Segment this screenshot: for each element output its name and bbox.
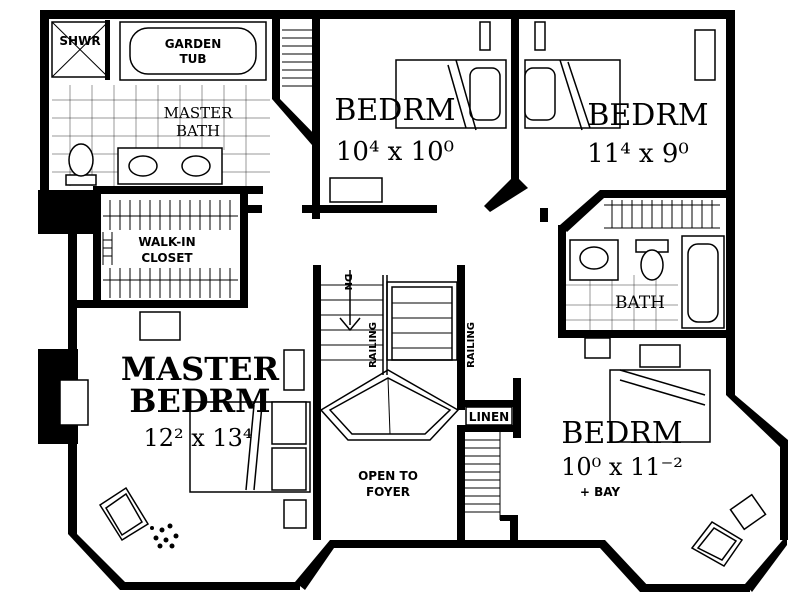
interior-walls bbox=[77, 19, 728, 540]
master-bedroom-label-1: MASTER bbox=[121, 350, 280, 388]
open-to-foyer: OPEN TO FOYER bbox=[358, 469, 418, 499]
plant-icon bbox=[150, 523, 179, 549]
master-bath-label-1: MASTER bbox=[164, 104, 233, 122]
garden-tub: GARDEN TUB bbox=[119, 21, 267, 81]
door-stubs bbox=[248, 205, 548, 540]
bedroom-4-dims: 10⁰ x 11⁻² bbox=[561, 453, 683, 481]
stair-direction-label: DN bbox=[342, 274, 353, 291]
bedroom-3-closet bbox=[604, 200, 720, 229]
shower-label: SHWR bbox=[59, 34, 100, 48]
garden-tub-label-1: GARDEN bbox=[165, 37, 222, 51]
master-bedroom: MASTER BEDRM 12² x 13⁴ bbox=[59, 311, 311, 549]
shower: SHWR bbox=[51, 20, 110, 80]
master-bedroom-dims: 12² x 13⁴ bbox=[143, 424, 252, 452]
hall-bath: BATH bbox=[566, 235, 725, 330]
railing-right-label: RAILING bbox=[466, 322, 477, 368]
foyer-label-2: FOYER bbox=[366, 485, 410, 499]
toilet-icon bbox=[65, 143, 97, 186]
armchair-icon bbox=[98, 486, 150, 542]
closet-label-2: CLOSET bbox=[141, 251, 193, 265]
bedroom-2-name: BEDRM bbox=[334, 93, 455, 128]
master-bedroom-label-2: BEDRM bbox=[129, 382, 270, 420]
vanity-icon bbox=[117, 147, 223, 185]
railing-left-label: RAILING bbox=[368, 322, 379, 368]
master-bath-label-2: BATH bbox=[176, 122, 220, 140]
bedroom-3-dims: 11⁴ x 9⁰ bbox=[587, 139, 689, 169]
stairs: DN RAILING RAILING bbox=[319, 270, 477, 441]
walk-in-closet: WALK-IN CLOSET bbox=[102, 200, 238, 298]
garden-tub-label-2: TUB bbox=[179, 52, 206, 66]
bath-closet-hanging bbox=[282, 29, 312, 87]
bedroom-4-name: BEDRM bbox=[561, 416, 682, 451]
foyer-label-1: OPEN TO bbox=[358, 469, 418, 483]
bedroom-3: BEDRM 11⁴ x 9⁰ bbox=[524, 21, 716, 169]
bedroom-2-dims: 10⁴ x 10⁰ bbox=[336, 137, 454, 167]
linen-closet: LINEN bbox=[465, 406, 513, 426]
bath-label: BATH bbox=[615, 293, 665, 313]
bedroom-4-closet bbox=[465, 432, 501, 520]
closet-label-1: WALK-IN bbox=[138, 235, 195, 249]
exterior-walls bbox=[38, 10, 788, 592]
bedroom-2: BEDRM 10⁴ x 10⁰ bbox=[329, 21, 507, 203]
bedroom-4: BEDRM 10⁰ x 11⁻² + BAY bbox=[561, 337, 767, 567]
master-bath-tile-grid: MASTER BATH bbox=[52, 85, 270, 186]
bay-chair-icon bbox=[690, 493, 767, 567]
linen-label: LINEN bbox=[469, 410, 509, 424]
bedroom-3-name: BEDRM bbox=[587, 98, 708, 133]
bedroom-4-note: + BAY bbox=[580, 485, 621, 499]
